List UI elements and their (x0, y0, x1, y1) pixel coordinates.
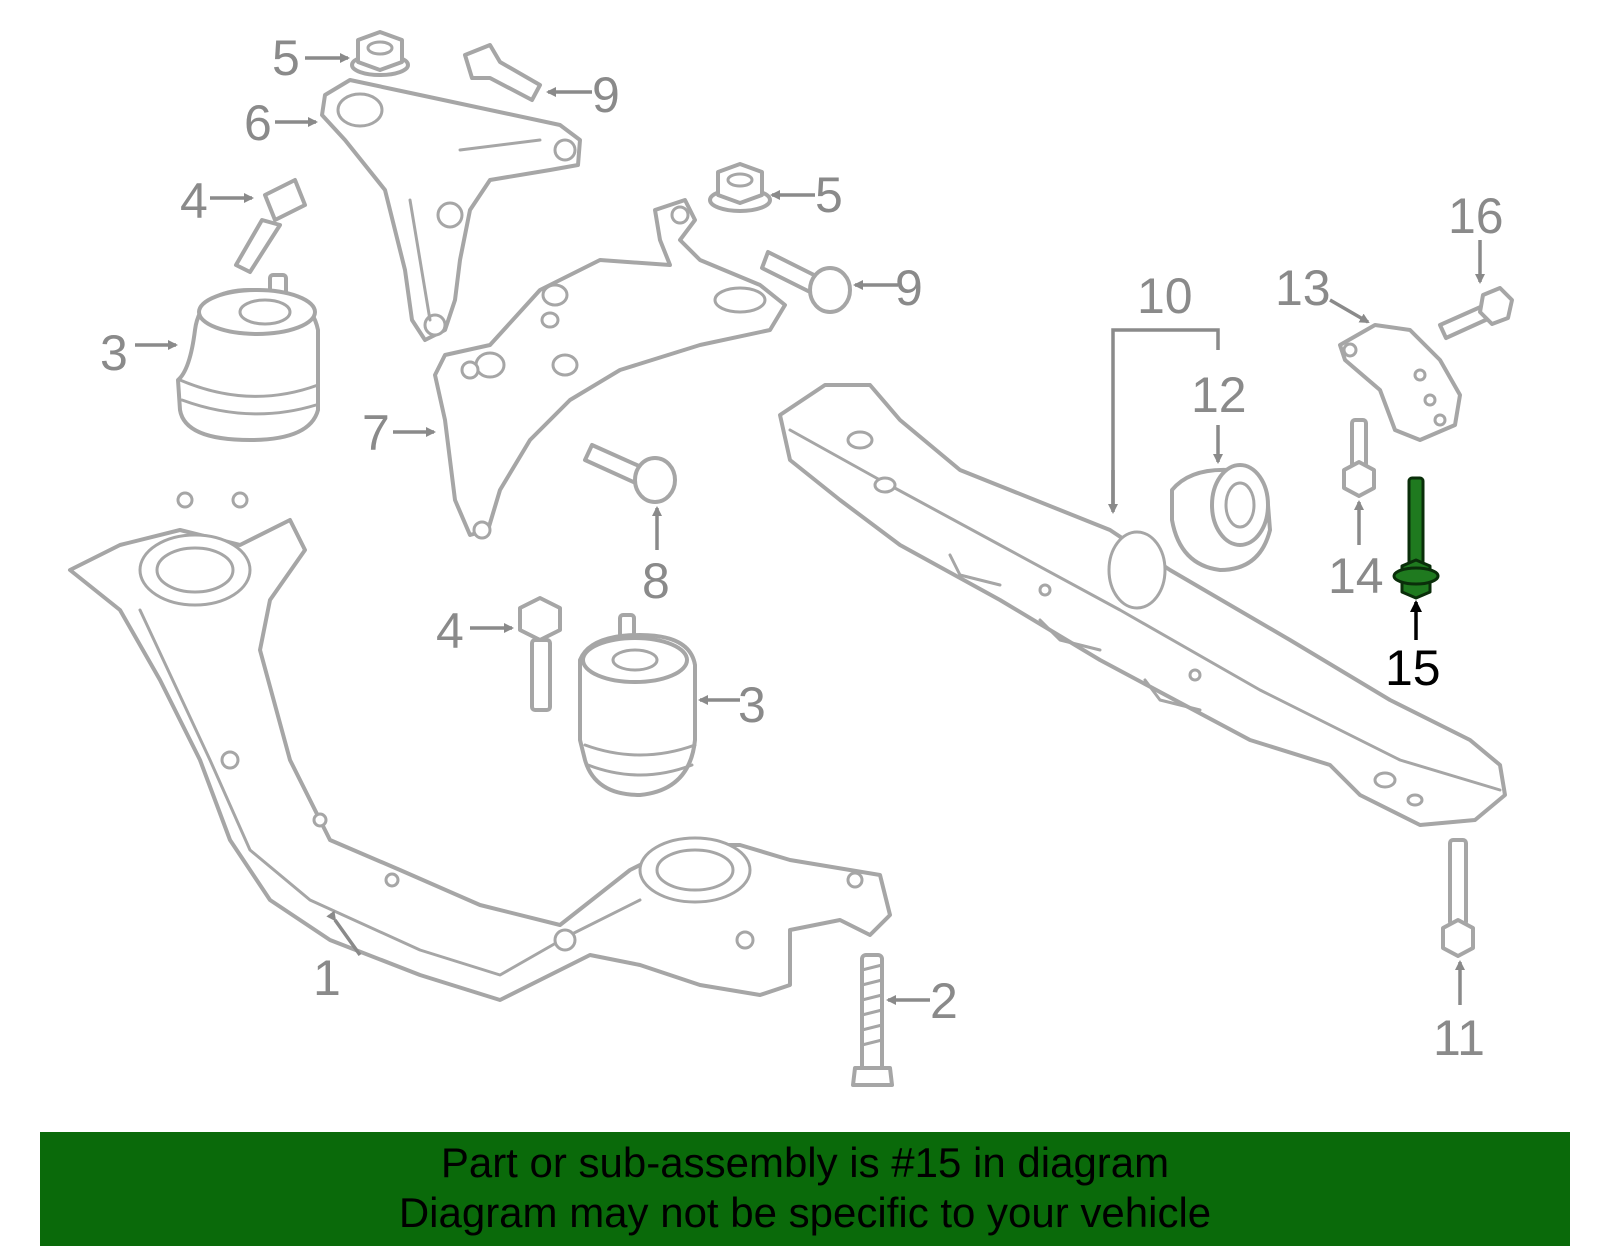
callout-14: 14 (1328, 548, 1384, 604)
callout-3a: 3 (100, 325, 128, 381)
bolt-part-16 (1438, 286, 1514, 340)
callout-10: 10 (1137, 268, 1193, 324)
subframe-part-1 (68, 491, 892, 1002)
callout-15-highlighted: 15 (1385, 640, 1441, 696)
nut-part-5a (350, 30, 410, 77)
engine-mount-part-3b (578, 613, 697, 797)
callout-7: 7 (362, 405, 390, 461)
crossmember-part-10 (778, 383, 1507, 827)
bolt-part-9b (760, 250, 852, 314)
bolt-part-15-highlighted[interactable] (1392, 476, 1440, 600)
bolt-part-9a (463, 43, 542, 102)
engine-mount-part-3a (176, 273, 320, 442)
banner-line-part-number: Part or sub-assembly is #15 in diagram (440, 1139, 1170, 1186)
callout-4a: 4 (180, 173, 208, 229)
bolt-part-11 (1441, 838, 1475, 958)
callout-leaders (135, 53, 1485, 1005)
callout-6: 6 (244, 95, 272, 151)
info-banner: Part or sub-assembly is #15 in diagram D… (40, 1132, 1570, 1246)
callout-9b: 9 (895, 260, 923, 316)
callout-2: 2 (930, 973, 958, 1029)
callout-labels: 1 2 3 3 4 4 5 5 6 7 8 9 9 10 11 12 13 14… (100, 30, 1504, 1066)
callout-5b: 5 (815, 167, 843, 223)
callout-11: 11 (1433, 1010, 1485, 1066)
callout-16: 16 (1448, 188, 1504, 244)
banner-line-disclaimer: Diagram may not be specific to your vehi… (398, 1189, 1212, 1236)
callout-13: 13 (1275, 260, 1331, 316)
bolt-part-2 (851, 953, 894, 1087)
nut-part-5b (708, 162, 772, 213)
bracket-part-13 (1338, 323, 1462, 442)
callout-1: 1 (313, 950, 341, 1006)
bracket-part-6 (320, 78, 582, 342)
callout-8: 8 (642, 553, 670, 609)
bolt-part-8 (583, 443, 677, 504)
bolt-part-4a (234, 178, 307, 274)
bolt-part-4b (518, 596, 562, 712)
callout-12: 12 (1191, 367, 1247, 423)
bolt-part-14 (1342, 418, 1376, 498)
callout-4b: 4 (436, 603, 464, 659)
callout-5a: 5 (272, 30, 300, 86)
bushing-part-12 (1170, 463, 1272, 572)
callout-3b: 3 (738, 677, 766, 733)
callout-9a: 9 (592, 67, 620, 123)
bracket-part-7 (433, 198, 787, 540)
